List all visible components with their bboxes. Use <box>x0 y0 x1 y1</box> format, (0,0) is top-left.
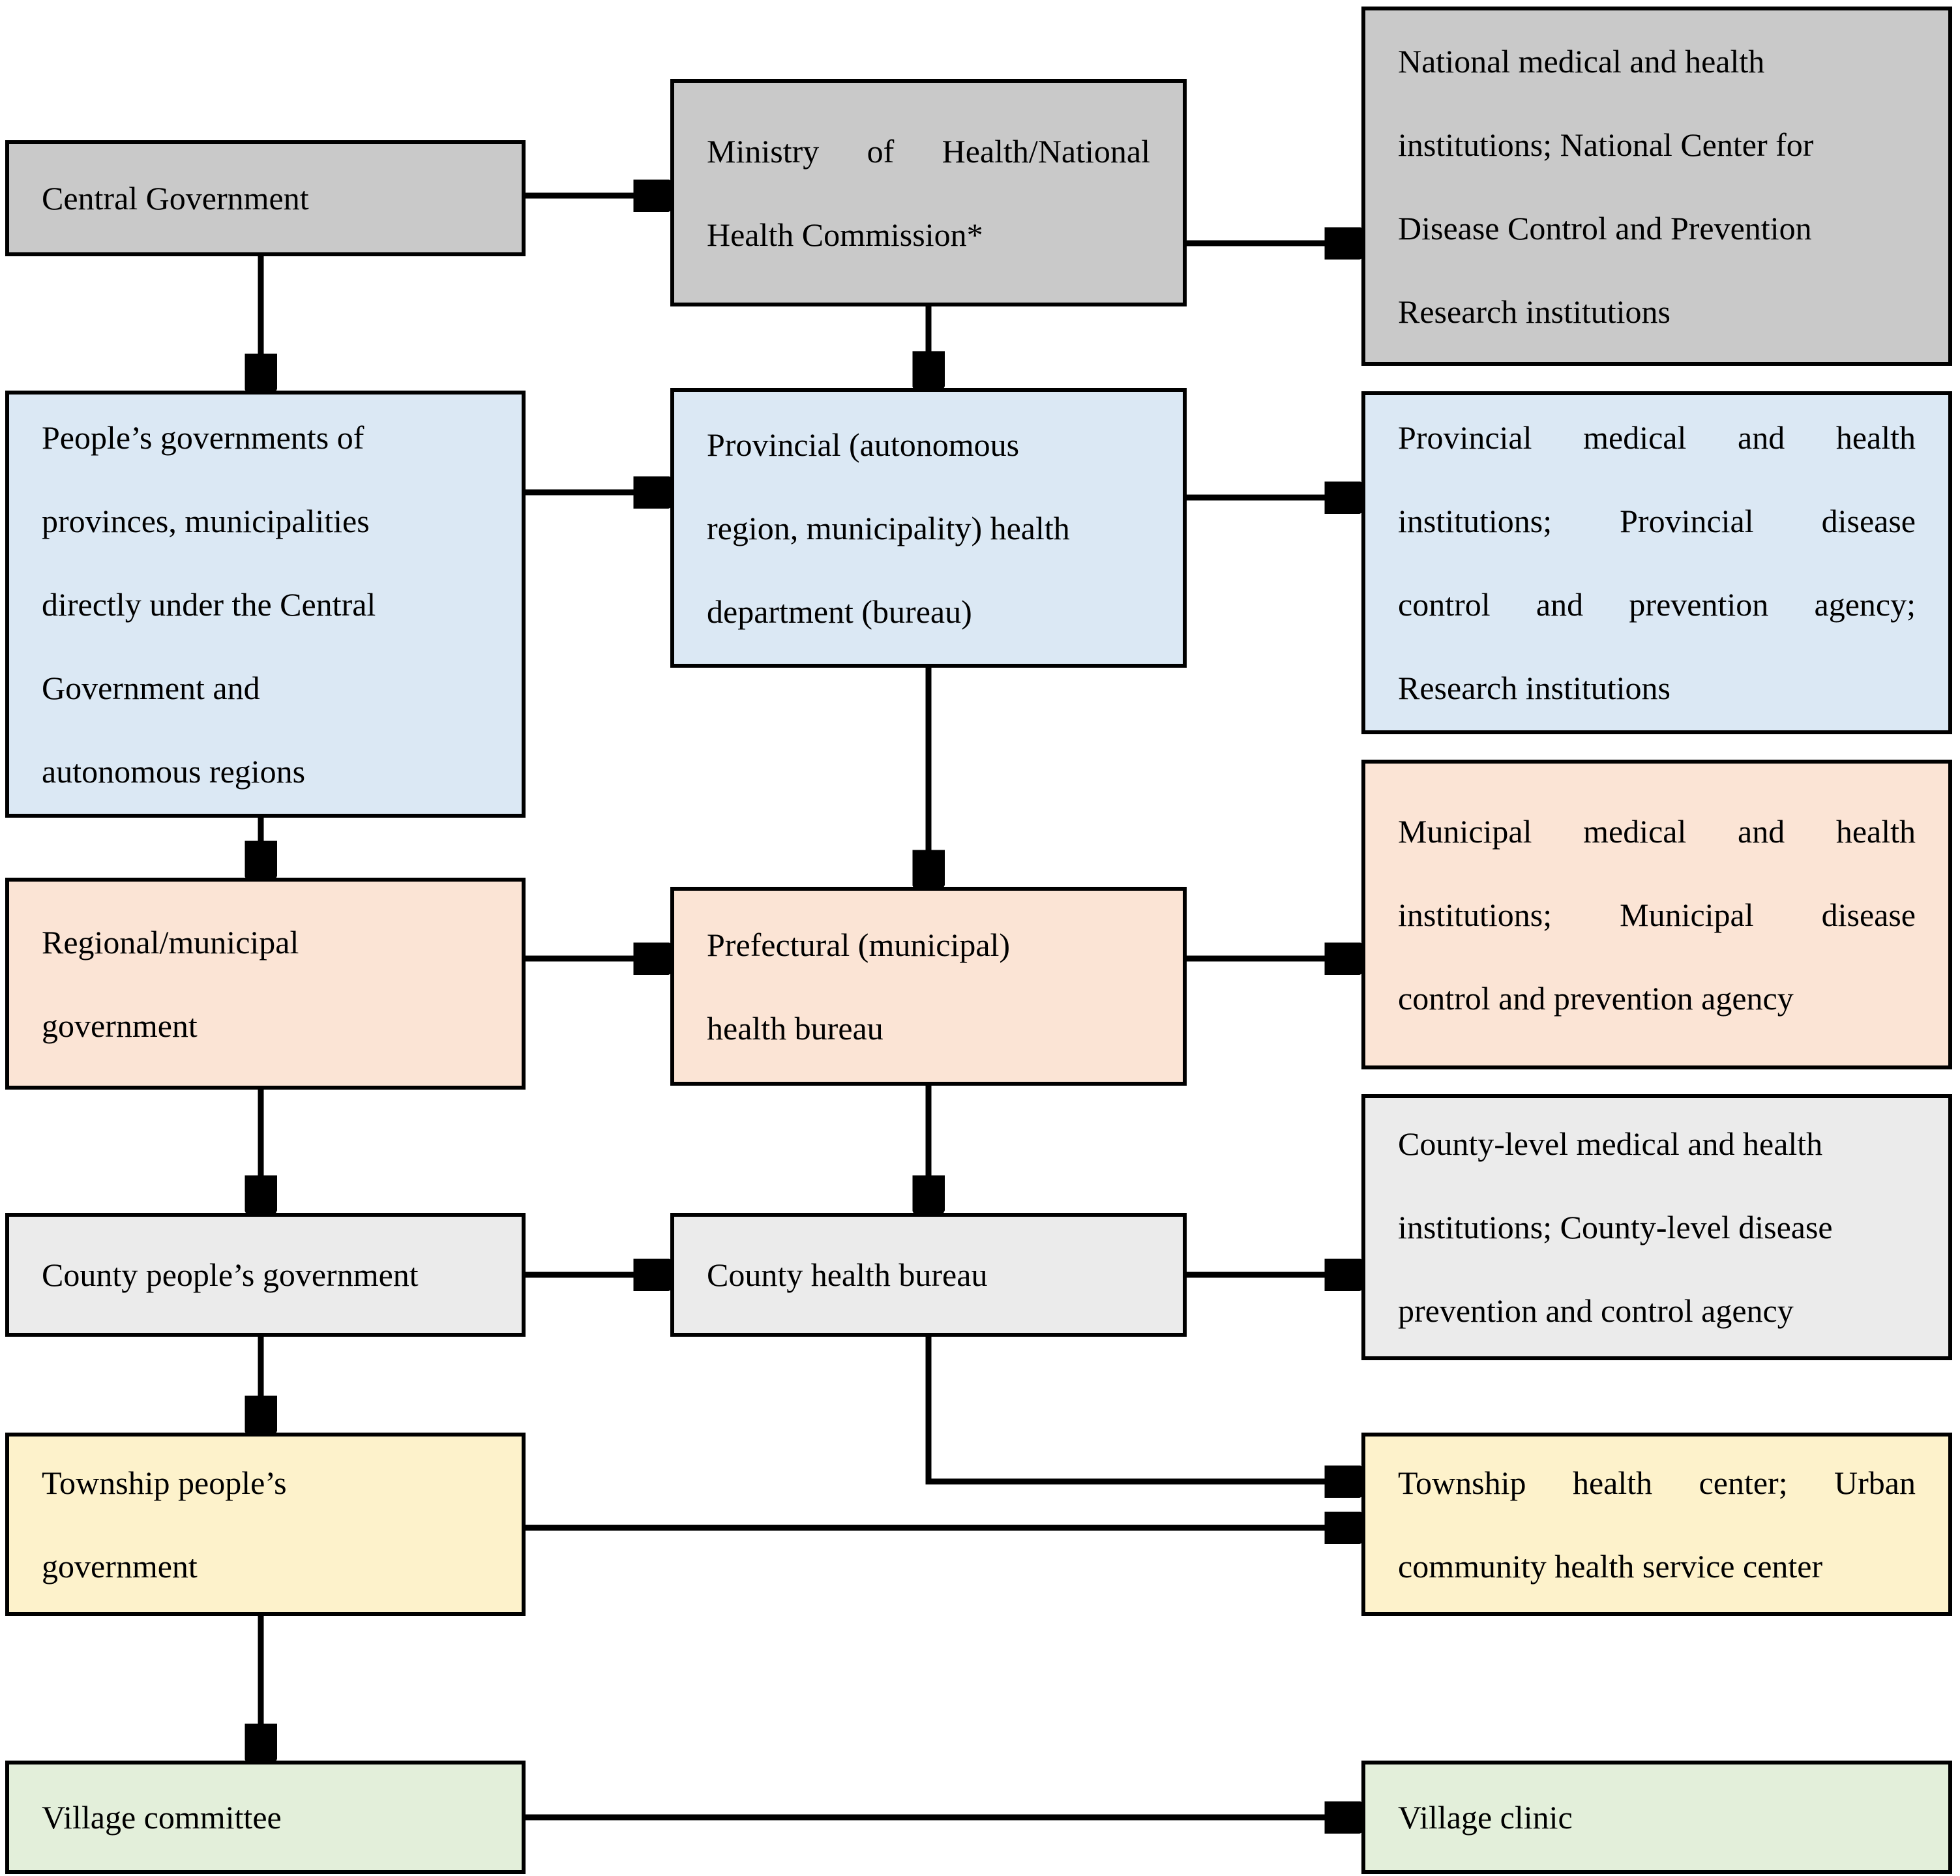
county-health-bureau-box: County health bureau <box>670 1213 1187 1337</box>
village-clinic-box: Village clinic <box>1361 1761 1952 1874</box>
county-government-box: County people’s government <box>5 1213 526 1337</box>
central-government-box: Central Government <box>5 140 526 256</box>
arrow-county-bureau-to-township-center <box>925 1337 1358 1481</box>
village-committee-box: Village committee <box>5 1761 526 1874</box>
prefectural-health-bureau-box: Prefectural (municipal)health bureau <box>670 887 1187 1086</box>
